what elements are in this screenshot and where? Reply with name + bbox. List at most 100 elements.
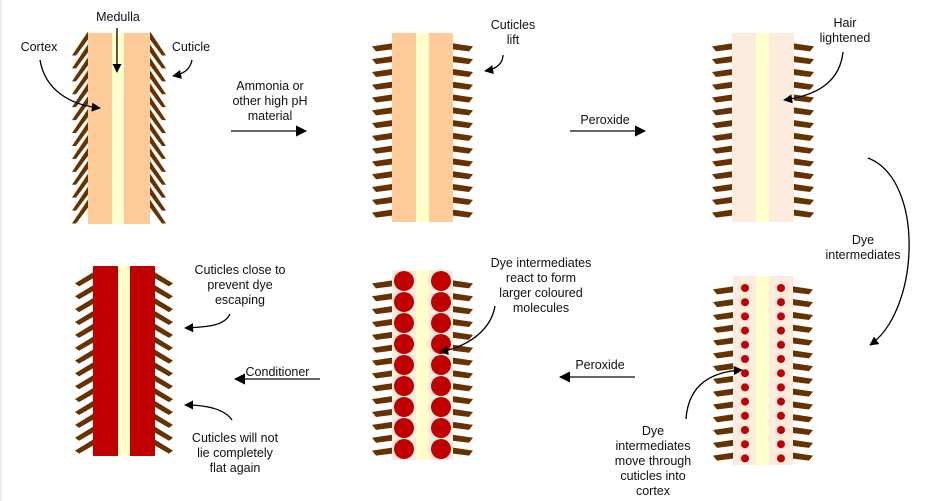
cuticle-scale	[453, 331, 473, 340]
cuticle-scale	[453, 107, 473, 116]
cuticle-scale	[793, 363, 813, 372]
dye-intermediate-dot	[741, 369, 749, 378]
cuticle-scale	[75, 272, 93, 287]
cuticle-scale	[794, 56, 814, 65]
cuticle-pointer-arrow	[172, 59, 193, 79]
cuticle-scale	[150, 134, 166, 159]
cuticle-scale	[453, 306, 473, 315]
dye-intermediate-dot	[777, 440, 785, 449]
cuticle-scale	[72, 57, 88, 82]
cuticle-scale	[453, 447, 473, 456]
cuticle-scale	[793, 452, 813, 461]
cuticle-scale	[72, 70, 88, 95]
cuticle-scale	[713, 337, 733, 346]
peroxide-step-label-2: Peroxide	[575, 358, 625, 372]
dye-intermediate-dot	[741, 440, 749, 449]
cuticle-scale	[72, 134, 88, 159]
cuticle-scale	[713, 311, 733, 320]
cuticle-scale	[75, 375, 93, 390]
cuticle-scale	[712, 196, 732, 205]
cuticle-scale	[72, 96, 88, 121]
cuticles-not-flat-label: Cuticles will not lie completely flat ag…	[191, 431, 279, 475]
cuticles-close-label: Cuticles close to prevent dye escaping	[194, 263, 286, 307]
cuticle-scale	[713, 388, 733, 397]
cuticle-scale	[155, 362, 173, 377]
cuticle-scale	[453, 171, 473, 180]
hair-dye-reacted	[372, 270, 473, 460]
coloured-molecule	[394, 376, 414, 396]
cuticle-scale	[72, 173, 88, 198]
cuticle-scale	[72, 44, 88, 69]
cuticle-scale	[372, 81, 392, 90]
cortex-pointer-arrow	[39, 59, 101, 112]
dye-react-label: Dye intermediates react to form larger c…	[490, 256, 592, 315]
dye-intermediate-dot	[777, 383, 785, 392]
hair-lightened-label: Hair lightened	[819, 16, 871, 45]
coloured-molecule	[394, 292, 414, 312]
cuticle-scale	[72, 147, 88, 172]
cuticle-scale	[372, 43, 392, 52]
lightened-pointer-arrow	[783, 51, 844, 104]
cuticle-scale	[75, 349, 93, 364]
cuticle-scale	[155, 426, 173, 441]
cuticles-lift-label: Cuticles lift	[490, 18, 536, 47]
cuticle-scale	[453, 120, 473, 129]
cuticle-scale	[72, 121, 88, 146]
coloured-molecule	[431, 418, 451, 438]
cuticle-scale	[372, 56, 392, 65]
cuticles-lift-pointer-arrow	[484, 54, 504, 75]
cuticle-scale	[372, 68, 392, 77]
dye-react-pointer-arrow	[439, 305, 496, 355]
cuticle-scale	[453, 409, 473, 417]
cuticle-scale	[794, 132, 814, 141]
cuticle-scale	[155, 375, 173, 390]
cuticle-scale	[155, 413, 173, 428]
dye-intermediates-step-label: Dye intermediates	[825, 233, 901, 262]
coloured-molecule	[394, 439, 414, 459]
cuticle-scale	[793, 299, 813, 308]
dye-intermediate-dot	[777, 284, 785, 292]
cuticle-scale	[75, 336, 93, 351]
dye-intermediate-dot	[741, 312, 749, 321]
arrows	[39, 28, 910, 421]
cuticle-scale	[372, 145, 392, 154]
dye-intermediate-dot	[777, 340, 785, 349]
cuticle-scale	[453, 370, 473, 379]
cuticle-scale	[453, 209, 473, 218]
cuticle-scale	[713, 375, 733, 384]
cuticle-scale	[712, 132, 732, 141]
cuticle-scale	[372, 319, 392, 327]
cuticle-scale	[794, 120, 814, 129]
cuticle-label: Cuticle	[171, 40, 211, 54]
coloured-molecule	[431, 292, 451, 312]
cuticle-scale	[453, 344, 473, 353]
cuticle-scale	[372, 196, 392, 205]
cuticle-scale	[712, 81, 732, 90]
dye-intermediate-dot	[741, 298, 749, 307]
cuticle-scale	[372, 370, 392, 379]
hair-untreated	[72, 31, 166, 224]
cuticle-scale	[372, 421, 392, 430]
cuticle-scale	[453, 383, 473, 392]
dye-intermediate-dot	[777, 426, 785, 434]
cuticle-scale	[75, 426, 93, 441]
dye-intermediate-dot	[777, 298, 785, 307]
cuticle-scale	[372, 434, 392, 443]
cuticle-scale	[372, 396, 392, 405]
cuticle-scale	[150, 173, 166, 198]
cuticle-scale	[794, 209, 814, 218]
cuticle-scale	[713, 286, 733, 295]
cuticle-scale	[453, 132, 473, 141]
cuticle-scale	[793, 401, 813, 410]
cuticle-scale	[150, 57, 166, 82]
cuticle-scale	[155, 272, 173, 287]
medulla-label: Medulla	[96, 10, 140, 24]
cuticle-scale	[453, 145, 473, 154]
cuticle-scale	[713, 363, 733, 372]
cuticle-scale	[372, 132, 392, 141]
cuticle-scale	[155, 285, 173, 300]
cuticle-scale	[150, 199, 166, 224]
cuticle-scale	[75, 413, 93, 428]
